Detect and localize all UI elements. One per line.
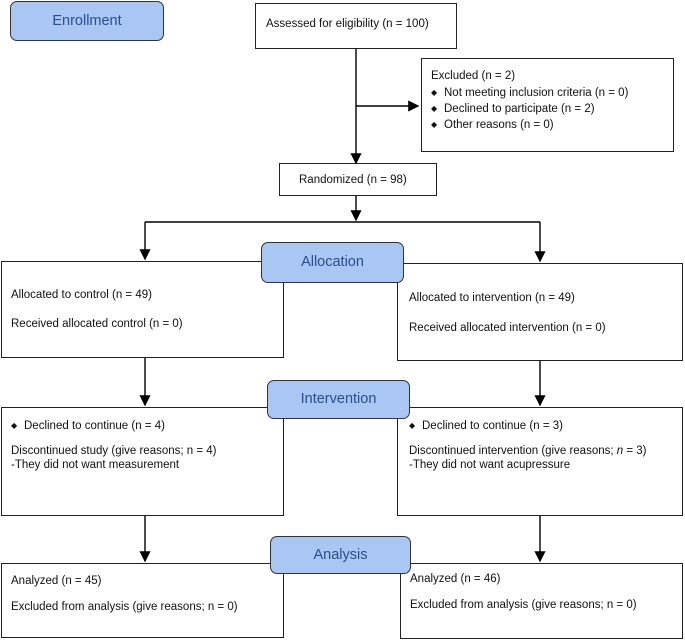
control-received-text: Received allocated control (n = 0): [11, 318, 183, 330]
excluded-box: Excluded (n = 2) ◆Not meeting inclusion …: [421, 58, 674, 152]
assessed-box: Assessed for eligibility (n = 100): [255, 3, 457, 49]
randomized-box: Randomized (n = 98): [279, 163, 437, 196]
stage-analysis: Analysis: [270, 536, 411, 574]
intervention-allocation-box: Allocated to intervention (n = 49) Recei…: [397, 263, 683, 361]
excluded-item: ◆Other reasons (n = 0): [431, 119, 554, 131]
excluded-item: ◆Declined to participate (n = 2): [431, 103, 595, 115]
intervention-allocated-text: Allocated to intervention (n = 49): [409, 292, 575, 304]
stage-intervention: Intervention: [267, 380, 410, 419]
diamond-bullet-icon: ◆: [11, 421, 18, 430]
diamond-bullet-icon: ◆: [431, 120, 438, 129]
control-discontinued-text: Discontinued study (give reasons; n = 4): [11, 445, 217, 457]
control-allocation-box: Allocated to control (n = 49) Received a…: [1, 261, 284, 358]
excluded-title: Excluded (n = 2): [431, 70, 516, 82]
control-declined-text: ◆Declined to continue (n = 4): [11, 420, 165, 432]
diamond-bullet-icon: ◆: [431, 104, 438, 113]
diamond-bullet-icon: ◆: [431, 88, 438, 97]
control-allocated-text: Allocated to control (n = 49): [11, 289, 152, 301]
control-excluded-analysis-text: Excluded from analysis (give reasons; n …: [11, 601, 238, 613]
stage-enrollment-label: Enrollment: [52, 13, 122, 29]
control-analyzed-text: Analyzed (n = 45): [11, 575, 102, 587]
diamond-bullet-icon: ◆: [409, 421, 416, 430]
stage-allocation-label: Allocation: [301, 254, 364, 270]
intervention-discontinued-text: Discontinued intervention (give reasons;…: [409, 445, 647, 457]
control-reason-text: -They did not want measurement: [11, 459, 180, 471]
stage-enrollment: Enrollment: [10, 1, 164, 41]
control-followup-box: ◆Declined to continue (n = 4) Discontinu…: [1, 407, 284, 516]
stage-intervention-label: Intervention: [300, 391, 377, 407]
stage-allocation: Allocation: [261, 242, 404, 283]
assessed-text: Assessed for eligibility (n = 100): [266, 18, 429, 30]
intervention-excluded-analysis-text: Excluded from analysis (give reasons; n …: [410, 599, 637, 611]
intervention-analyzed-text: Analyzed (n = 46): [410, 573, 501, 585]
intervention-declined-text: ◆Declined to continue (n = 3): [409, 420, 563, 432]
control-analysis-box: Analyzed (n = 45) Excluded from analysis…: [1, 563, 284, 638]
intervention-analysis-box: Analyzed (n = 46) Excluded from analysis…: [400, 563, 683, 639]
randomized-text: Randomized (n = 98): [299, 174, 407, 186]
intervention-reason-text: -They did not want acupressure: [409, 459, 571, 471]
stage-analysis-label: Analysis: [313, 547, 368, 563]
intervention-followup-box: ◆Declined to continue (n = 3) Discontinu…: [397, 407, 683, 516]
excluded-item: ◆Not meeting inclusion criteria (n = 0): [431, 87, 629, 99]
intervention-received-text: Received allocated intervention (n = 0): [409, 322, 606, 334]
